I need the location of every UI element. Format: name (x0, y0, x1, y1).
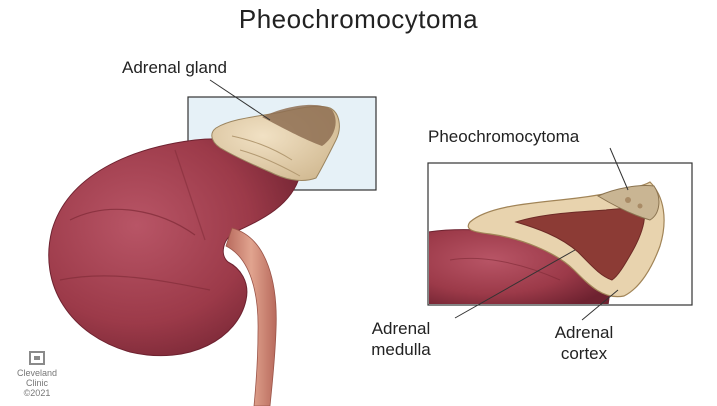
tumor-texture (625, 197, 631, 203)
logo-line1: Cleveland (12, 368, 62, 378)
tumor-texture (638, 204, 643, 209)
label-adrenal-medulla-line2: medulla (356, 339, 446, 360)
label-pheochromocytoma: Pheochromocytoma (428, 126, 579, 147)
logo-line3: ©2021 (12, 388, 62, 398)
label-adrenal-gland: Adrenal gland (122, 57, 227, 78)
label-adrenal-medulla: Adrenal medulla (356, 318, 446, 360)
label-adrenal-cortex: Adrenal cortex (544, 322, 624, 364)
label-adrenal-cortex-line2: cortex (544, 343, 624, 364)
clinic-logo-text: Cleveland Clinic ©2021 (12, 368, 62, 398)
label-adrenal-medulla-line1: Adrenal (356, 318, 446, 339)
logo-line2: Clinic (12, 378, 62, 388)
clinic-logo-icon-inner (34, 356, 40, 360)
diagram-title: Pheochromocytoma (0, 4, 717, 35)
label-adrenal-cortex-line1: Adrenal (544, 322, 624, 343)
